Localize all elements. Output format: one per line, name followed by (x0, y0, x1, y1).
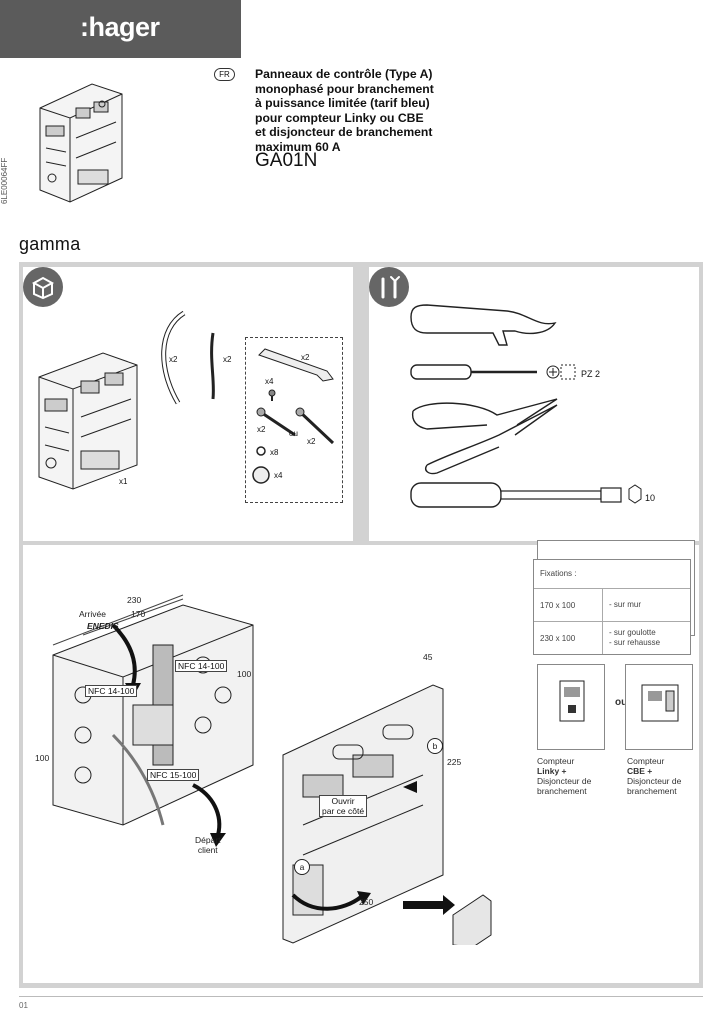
language-badge: FR (214, 68, 235, 81)
open-line: par ce côté (322, 806, 365, 816)
dim-100-right: 100 (237, 669, 252, 679)
qty-screw-small: x4 (265, 377, 274, 386)
footer-divider (19, 996, 703, 997)
tools-glyph (381, 276, 400, 299)
fixing-use: - sur rehausse (609, 638, 661, 647)
qty-screw-a: x2 (257, 425, 266, 434)
mounting-plate-drawing (282, 684, 492, 945)
fixings-title: Fixations : (534, 560, 690, 589)
nfc-top-right: NFC 14-100 (175, 660, 228, 672)
or-label: ou (289, 429, 298, 438)
bracket-drawing (258, 348, 334, 382)
marker-b: b (427, 738, 443, 754)
fixing-size: 230 x 100 (534, 622, 603, 654)
screwdriver-drawing (410, 364, 560, 380)
qty-ring: x8 (270, 448, 279, 457)
contents-panel: x1 x2 x2 x2 x4 x2 ou x2 x8 x4 (23, 267, 353, 541)
table-row: 230 x 100 - sur goulotte- sur rehausse (534, 622, 690, 654)
range-name: gamma (19, 234, 81, 254)
fixings-table-box: Fixations : 170 x 100 - sur mur 230 x 10… (533, 559, 691, 655)
cbe-meter-drawing (641, 684, 679, 722)
nfc-left: NFC 14-100 (85, 685, 138, 697)
screw-b-drawing (295, 407, 335, 445)
qty-cap: x4 (274, 471, 283, 480)
description-line: et disjoncteur de branchement (255, 125, 433, 139)
ring-drawing (256, 446, 266, 456)
dim-170: 170 (131, 609, 146, 619)
cbe-meter-box (625, 664, 693, 750)
caption-line: Disjoncteur de (627, 776, 682, 786)
description-line: à puissance limitée (tarif bleu) (255, 96, 430, 110)
linky-meter-box (537, 664, 605, 750)
departure-label: Départ client (195, 835, 221, 855)
linky-caption: Compteur Linky + Disjoncteur de branchem… (537, 756, 591, 796)
description-line: monophasé pour branchement (255, 81, 434, 96)
dim-230: 230 (127, 595, 142, 605)
cbe-caption: Compteur CBE + Disjoncteur de branchemen… (627, 756, 681, 796)
cable-drawing (161, 310, 186, 405)
accessories-box (245, 337, 343, 503)
nfc-bottom: NFC 15-100 (147, 769, 200, 781)
qty-screw-b: x2 (307, 437, 316, 446)
small-screw-drawing (268, 389, 276, 401)
enedis-logo: ENEDIS (87, 621, 119, 631)
panel-drawing (38, 352, 138, 490)
caption-line: branchement (627, 786, 677, 796)
table-row: 170 x 100 - sur mur (534, 589, 690, 622)
page-number: 01 (19, 1001, 28, 1010)
box-icon (23, 267, 63, 307)
enclosure-drawing (52, 594, 254, 847)
dim-225: 225 (447, 757, 462, 767)
caption-line: Compteur (537, 756, 575, 766)
box-glyph (31, 276, 55, 300)
qty-panel: x1 (119, 477, 128, 486)
tools-panel: PZ 2 10 (369, 267, 699, 541)
fixing-use: - sur mur (609, 600, 641, 609)
pliers-drawing (411, 398, 558, 475)
screw-a-drawing (256, 407, 296, 437)
arrival-label: Arrivée (79, 609, 106, 619)
departure-line: client (197, 845, 218, 855)
product-description: Panneaux de contrôle (Type A) monophasé … (255, 67, 465, 154)
description-line: maximum 60 A (255, 139, 341, 154)
product-reference: GA01N (255, 150, 318, 171)
pz-label: PZ 2 (581, 369, 601, 379)
dim-250: 250 (359, 897, 374, 907)
linky-meter-drawing (559, 680, 585, 722)
fixing-size: 170 x 100 (534, 589, 603, 621)
brand-logo: :hager (80, 12, 160, 42)
caption-line: Linky + (537, 766, 567, 776)
cap-drawing (252, 466, 270, 484)
departure-line: Départ (195, 835, 221, 845)
wire-drawing (210, 332, 215, 400)
socket-driver-drawing (410, 482, 642, 508)
description-line: Panneaux de contrôle (Type A) (255, 67, 433, 81)
marker-a: a (294, 859, 310, 875)
header-bar (0, 0, 241, 58)
caption-line: CBE + (627, 766, 653, 776)
meters-or-label: ou (615, 697, 628, 708)
document-id: 6LE00064FF (0, 157, 9, 204)
product-thumbnail (39, 83, 123, 203)
qty-cable-b: x2 (223, 355, 232, 364)
instructions-frame: x1 x2 x2 x2 x4 x2 ou x2 x8 x4 (19, 262, 703, 988)
dim-45: 45 (423, 652, 433, 662)
dim-100-left: 100 (35, 753, 50, 763)
description-line: pour compteur Linky ou CBE (255, 110, 424, 125)
fixing-use: - sur goulotte (609, 628, 656, 637)
qty-cable-a: x2 (169, 355, 178, 364)
pz-bracket (560, 364, 576, 380)
open-line: Ouvrir (331, 796, 355, 806)
socket-label: 10 (645, 493, 656, 503)
cable-knife-drawing (410, 304, 557, 346)
tools-icon (369, 267, 409, 307)
qty-bracket: x2 (301, 353, 310, 362)
caption-line: Disjoncteur de (537, 776, 592, 786)
caption-line: branchement (537, 786, 587, 796)
caption-line: Compteur (627, 756, 665, 766)
open-label: Ouvrir par ce côté (319, 795, 368, 817)
